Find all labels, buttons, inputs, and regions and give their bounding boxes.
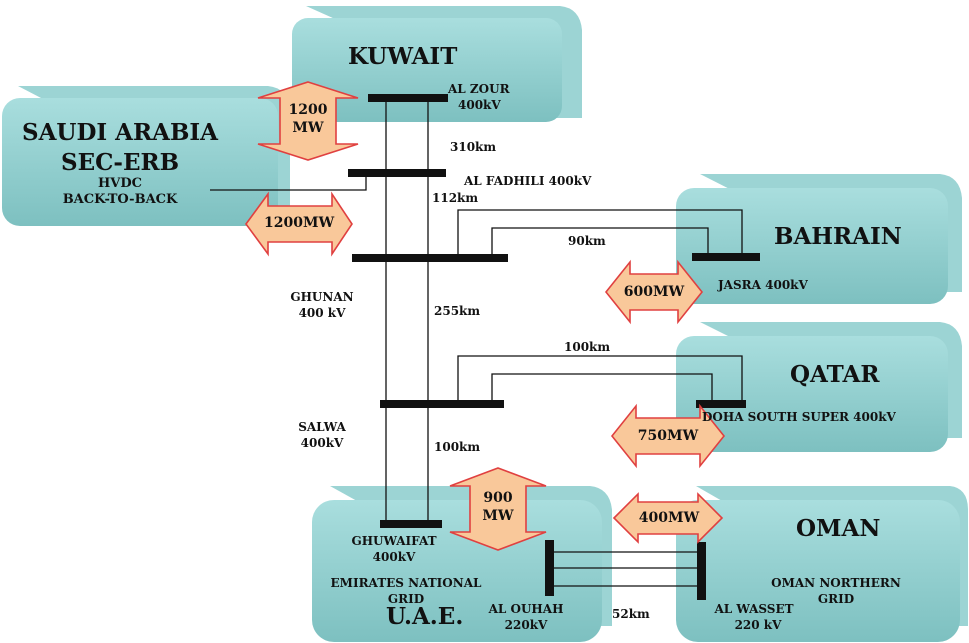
saudi-region-box: [2, 86, 290, 226]
busbar-al-zour: [368, 94, 448, 102]
busbar-jasra: [692, 253, 760, 261]
busbar-salwa: [380, 400, 504, 408]
kuwait-capacity-value: 1200: [288, 102, 328, 118]
ghunan-label: GHUNAN: [290, 290, 354, 304]
emirates-grid-label: GRID: [387, 592, 425, 606]
oman-region-box: [676, 486, 968, 642]
uae-capacity-arrow: [449, 467, 547, 551]
busbar-ghunan: [352, 254, 508, 262]
al-wasset-label: AL WASSET: [714, 602, 794, 616]
uae-capacity-unit: MW: [482, 508, 514, 524]
al-wasset-voltage: 220 kV: [734, 618, 782, 632]
saudi-arabia-label: SAUDI ARABIA: [21, 119, 219, 146]
sec-erb-label: SEC-ERB: [60, 149, 180, 176]
emirates-national-label: EMIRATES NATIONAL: [330, 576, 482, 590]
al-ouhah-label: AL OUHAH: [488, 602, 564, 616]
distance-100km-qatar: 100km: [564, 340, 611, 354]
bahrain-region-box: [676, 174, 962, 304]
kuwait-capacity-unit: MW: [292, 120, 324, 136]
al-zour-voltage: 400kV: [458, 98, 501, 112]
hvdc-label: HVDC: [98, 176, 142, 191]
saudi-capacity-arrow: [245, 191, 353, 257]
ghunan-voltage: 400 kV: [298, 306, 346, 320]
bahrain-capacity-label: 600MW: [623, 284, 685, 300]
distance-255km: 255km: [434, 304, 481, 318]
busbar-al-fadhili: [348, 169, 446, 177]
saudi-capacity-label: 1200MW: [264, 215, 335, 231]
al-fadhili-label: AL FADHILI 400kV: [464, 174, 592, 188]
distance-52km: 52km: [612, 607, 650, 621]
uae-capacity-value: 900: [483, 490, 513, 506]
busbar-ghuwaifat: [380, 520, 442, 528]
oman-label: OMAN: [796, 515, 881, 542]
qatar-region-box: [676, 322, 962, 452]
salwa-label: SALWA: [298, 420, 346, 434]
ghuwaifat-voltage: 400kV: [372, 550, 416, 564]
back-to-back-label: BACK-TO-BACK: [62, 192, 178, 207]
distance-90km: 90km: [568, 234, 606, 248]
ghuwaifat-label: GHUWAIFAT: [351, 534, 437, 548]
busbar-al-ouhah: [545, 540, 554, 596]
distance-310km: 310km: [450, 140, 497, 154]
busbar-al-wasset: [697, 542, 706, 600]
salwa-voltage: 400kV: [300, 436, 344, 450]
capacity-arrows: [245, 81, 726, 551]
uae-label: U.A.E.: [386, 603, 464, 630]
oman-capacity-arrow: [612, 492, 724, 544]
transmission-lines: [210, 98, 743, 587]
bahrain-capacity-arrow: [604, 259, 704, 325]
distance-100km-salwa: 100km: [434, 440, 481, 454]
al-zour-label: AL ZOUR: [448, 82, 510, 96]
bahrain-label: BAHRAIN: [774, 223, 902, 250]
al-ouhah-voltage: 220kV: [504, 618, 548, 632]
busbar-doha: [696, 400, 746, 408]
oman-grid-label: GRID: [817, 592, 855, 606]
qatar-capacity-label: 750MW: [637, 428, 699, 444]
oman-northern-label: OMAN NORTHERN: [771, 576, 901, 590]
jasra-label: JASRA 400kV: [718, 278, 808, 292]
qatar-label: QATAR: [790, 361, 880, 388]
doha-south-label: DOHA SOUTH SUPER 400kV: [702, 410, 896, 424]
kuwait-region-box: [292, 6, 582, 122]
distance-112km: 112km: [432, 191, 479, 205]
busbars: [348, 94, 760, 600]
kuwait-capacity-arrow: [257, 81, 359, 161]
qatar-capacity-arrow: [610, 403, 726, 469]
oman-capacity-label: 400MW: [638, 510, 700, 526]
kuwait-label: KUWAIT: [348, 43, 458, 70]
